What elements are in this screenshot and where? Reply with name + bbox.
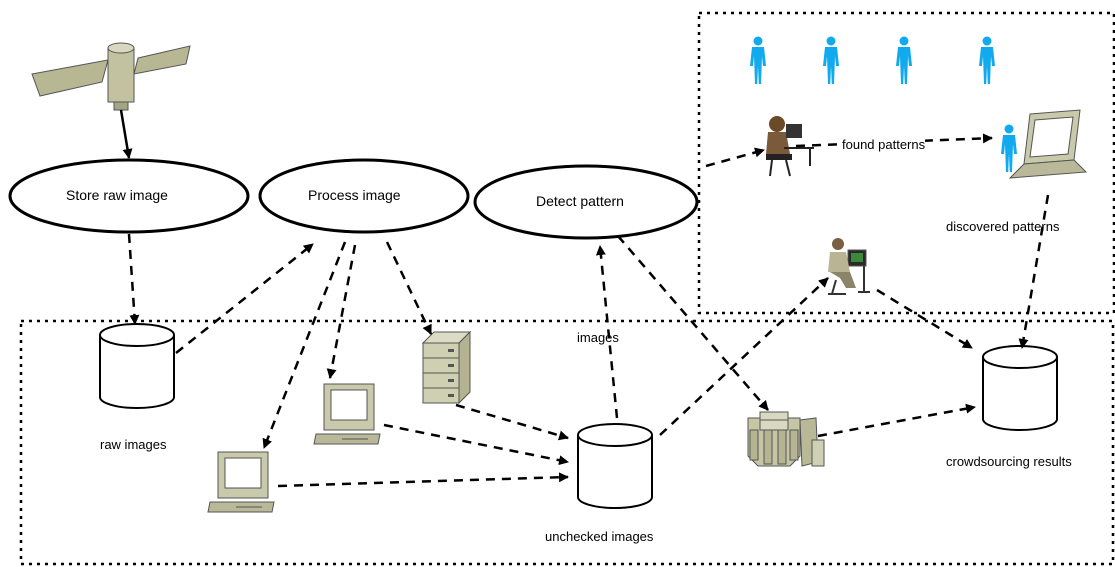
edge-store-to-raw-images [127,233,140,325]
edge-supercomputer-to-results [817,403,976,438]
process-store-raw-image [8,158,250,234]
operator-at-desk-icon [828,238,870,295]
edge-images-label: images [577,330,619,345]
crowdsourcing-results-store [982,345,1058,431]
edge-unchecked-to-detect [595,245,619,419]
process-detect-pattern [473,164,699,240]
raw-images-store [99,323,175,409]
operator-at-desk-icon [766,116,814,177]
edge-satellite-to-store [119,109,133,159]
unchecked-images-label: unchecked images [545,529,654,544]
crowdsourcing-results-label: crowdsourcing results [946,454,1072,469]
edge-discovered-patterns-label: discovered patterns [946,219,1060,234]
person-icon [823,36,839,84]
supercomputer-icon [747,411,825,467]
person-icon [896,36,912,84]
edge-detect-to-crowd [705,147,765,168]
raw-images-label: raw images [100,437,167,452]
edge-process-to-desktop-b [262,241,347,449]
edge-found-patterns-label: found patterns [842,137,926,152]
person-icon [750,36,766,84]
person-icon [979,36,995,84]
unchecked-images-store [577,423,653,509]
storage-region [19,319,1115,566]
edge-server-to-unchecked [455,403,569,441]
desktop-computer-icon [207,451,275,513]
edge-operator-to-results [876,288,973,350]
process-detect-pattern-label: Detect pattern [536,193,624,209]
laptop-icon [1008,109,1088,179]
edge-desktop-b-to-unchecked [277,472,569,488]
process-process-image-label: Process image [308,187,401,203]
edge-discovered-to-results [1018,194,1050,349]
edge-process-to-desktop-a [326,244,357,379]
crowd-region [697,11,1115,315]
edge-raw-images-to-process [175,243,314,354]
server-rack-icon [421,330,472,405]
edge-detect-to-supercomputer [617,235,769,411]
process-store-raw-image-label: Store raw image [66,187,168,203]
process-process-image [258,158,470,234]
edge-process-to-server [385,241,433,335]
edge-unchecked-to-operator [659,277,829,436]
desktop-computer-icon [313,383,381,445]
person-icon [1001,124,1017,172]
satellite-icon [31,42,191,111]
